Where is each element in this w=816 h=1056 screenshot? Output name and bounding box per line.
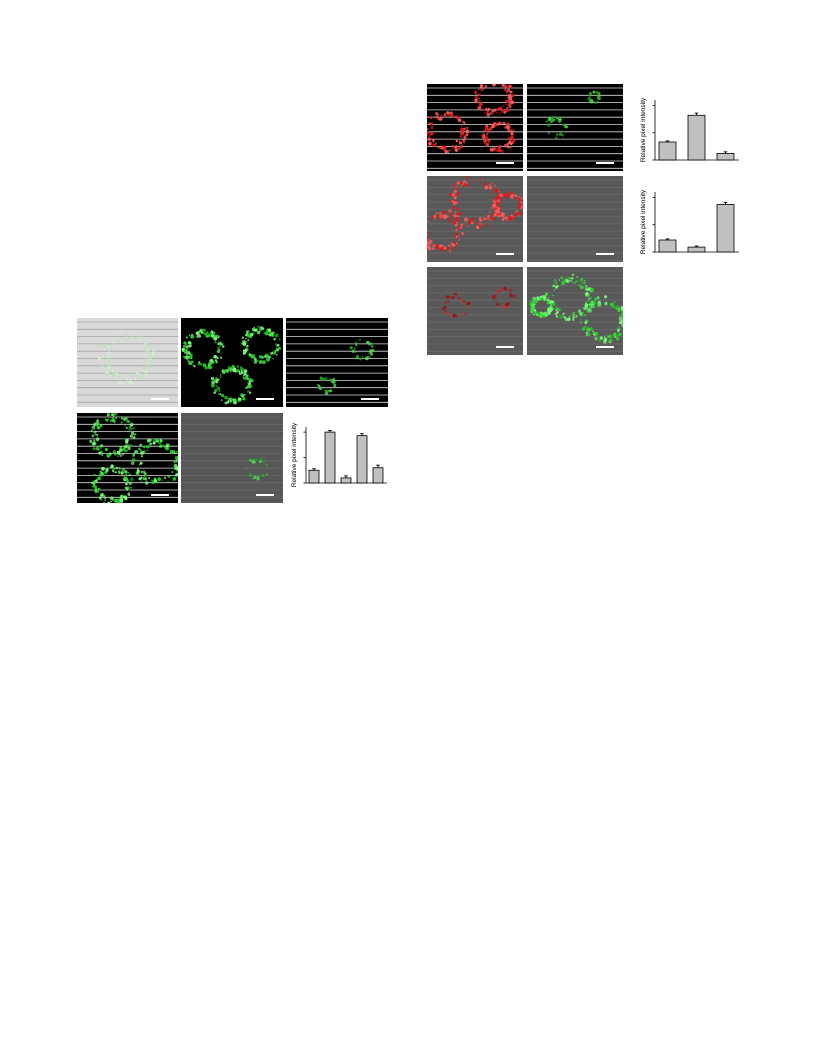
- right-panel-3-image: [427, 176, 523, 261]
- right-panel-4: [527, 176, 623, 262]
- left-panel-5: [181, 413, 283, 503]
- scale-bar: [596, 162, 614, 164]
- bar: [687, 246, 706, 253]
- left-panel-3: [286, 318, 388, 407]
- y-axis-label: Relative pixel intensity: [640, 189, 647, 254]
- right-panel-3: [427, 176, 523, 262]
- right-panel-6: [527, 267, 623, 355]
- scale-bar: [496, 253, 514, 255]
- left-panel-1-image: [77, 321, 178, 403]
- bar-chart-left: Relative pixel intensity: [291, 422, 387, 487]
- scale-bar: [151, 494, 169, 496]
- left-panel-3-image: [286, 321, 388, 403]
- scale-bar: [596, 253, 614, 255]
- bar: [308, 469, 320, 484]
- bar: [716, 204, 735, 253]
- bar: [716, 153, 735, 161]
- right-panel-1: [427, 84, 523, 171]
- bar: [324, 431, 336, 484]
- left-panel-2-image: [181, 321, 283, 405]
- y-axis-label: Relative pixel intensity: [291, 422, 298, 487]
- bar-chart-right-bottom: Relative pixel intensity: [640, 189, 739, 254]
- scale-bar: [361, 398, 379, 400]
- bar: [372, 467, 384, 484]
- bar-chart-right-top: Relative pixel intensity: [640, 97, 739, 162]
- right-panel-5-image: [427, 270, 523, 352]
- right-panel-6-image: [527, 270, 623, 352]
- right-panel-2-image: [527, 87, 623, 169]
- scale-bar: [596, 346, 614, 348]
- bar: [340, 477, 352, 484]
- bar: [356, 435, 368, 484]
- left-panel-4: [77, 413, 178, 503]
- right-panel-2: [527, 84, 623, 171]
- y-axis-label: Relative pixel intensity: [640, 97, 647, 162]
- right-panel-4-image: [527, 179, 623, 261]
- right-panel-5: [427, 267, 523, 355]
- bar: [658, 239, 677, 253]
- scale-bar: [256, 398, 274, 400]
- left-panel-1: [77, 318, 178, 407]
- bar: [658, 141, 677, 161]
- scale-bar: [256, 494, 274, 496]
- bar: [687, 114, 706, 161]
- scale-bar: [496, 346, 514, 348]
- left-panel-5-image: [181, 416, 283, 498]
- scale-bar: [496, 162, 514, 164]
- left-panel-2: [181, 318, 283, 407]
- right-panel-1-image: [427, 84, 523, 169]
- left-panel-4-image: [77, 413, 178, 503]
- scale-bar: [151, 398, 169, 400]
